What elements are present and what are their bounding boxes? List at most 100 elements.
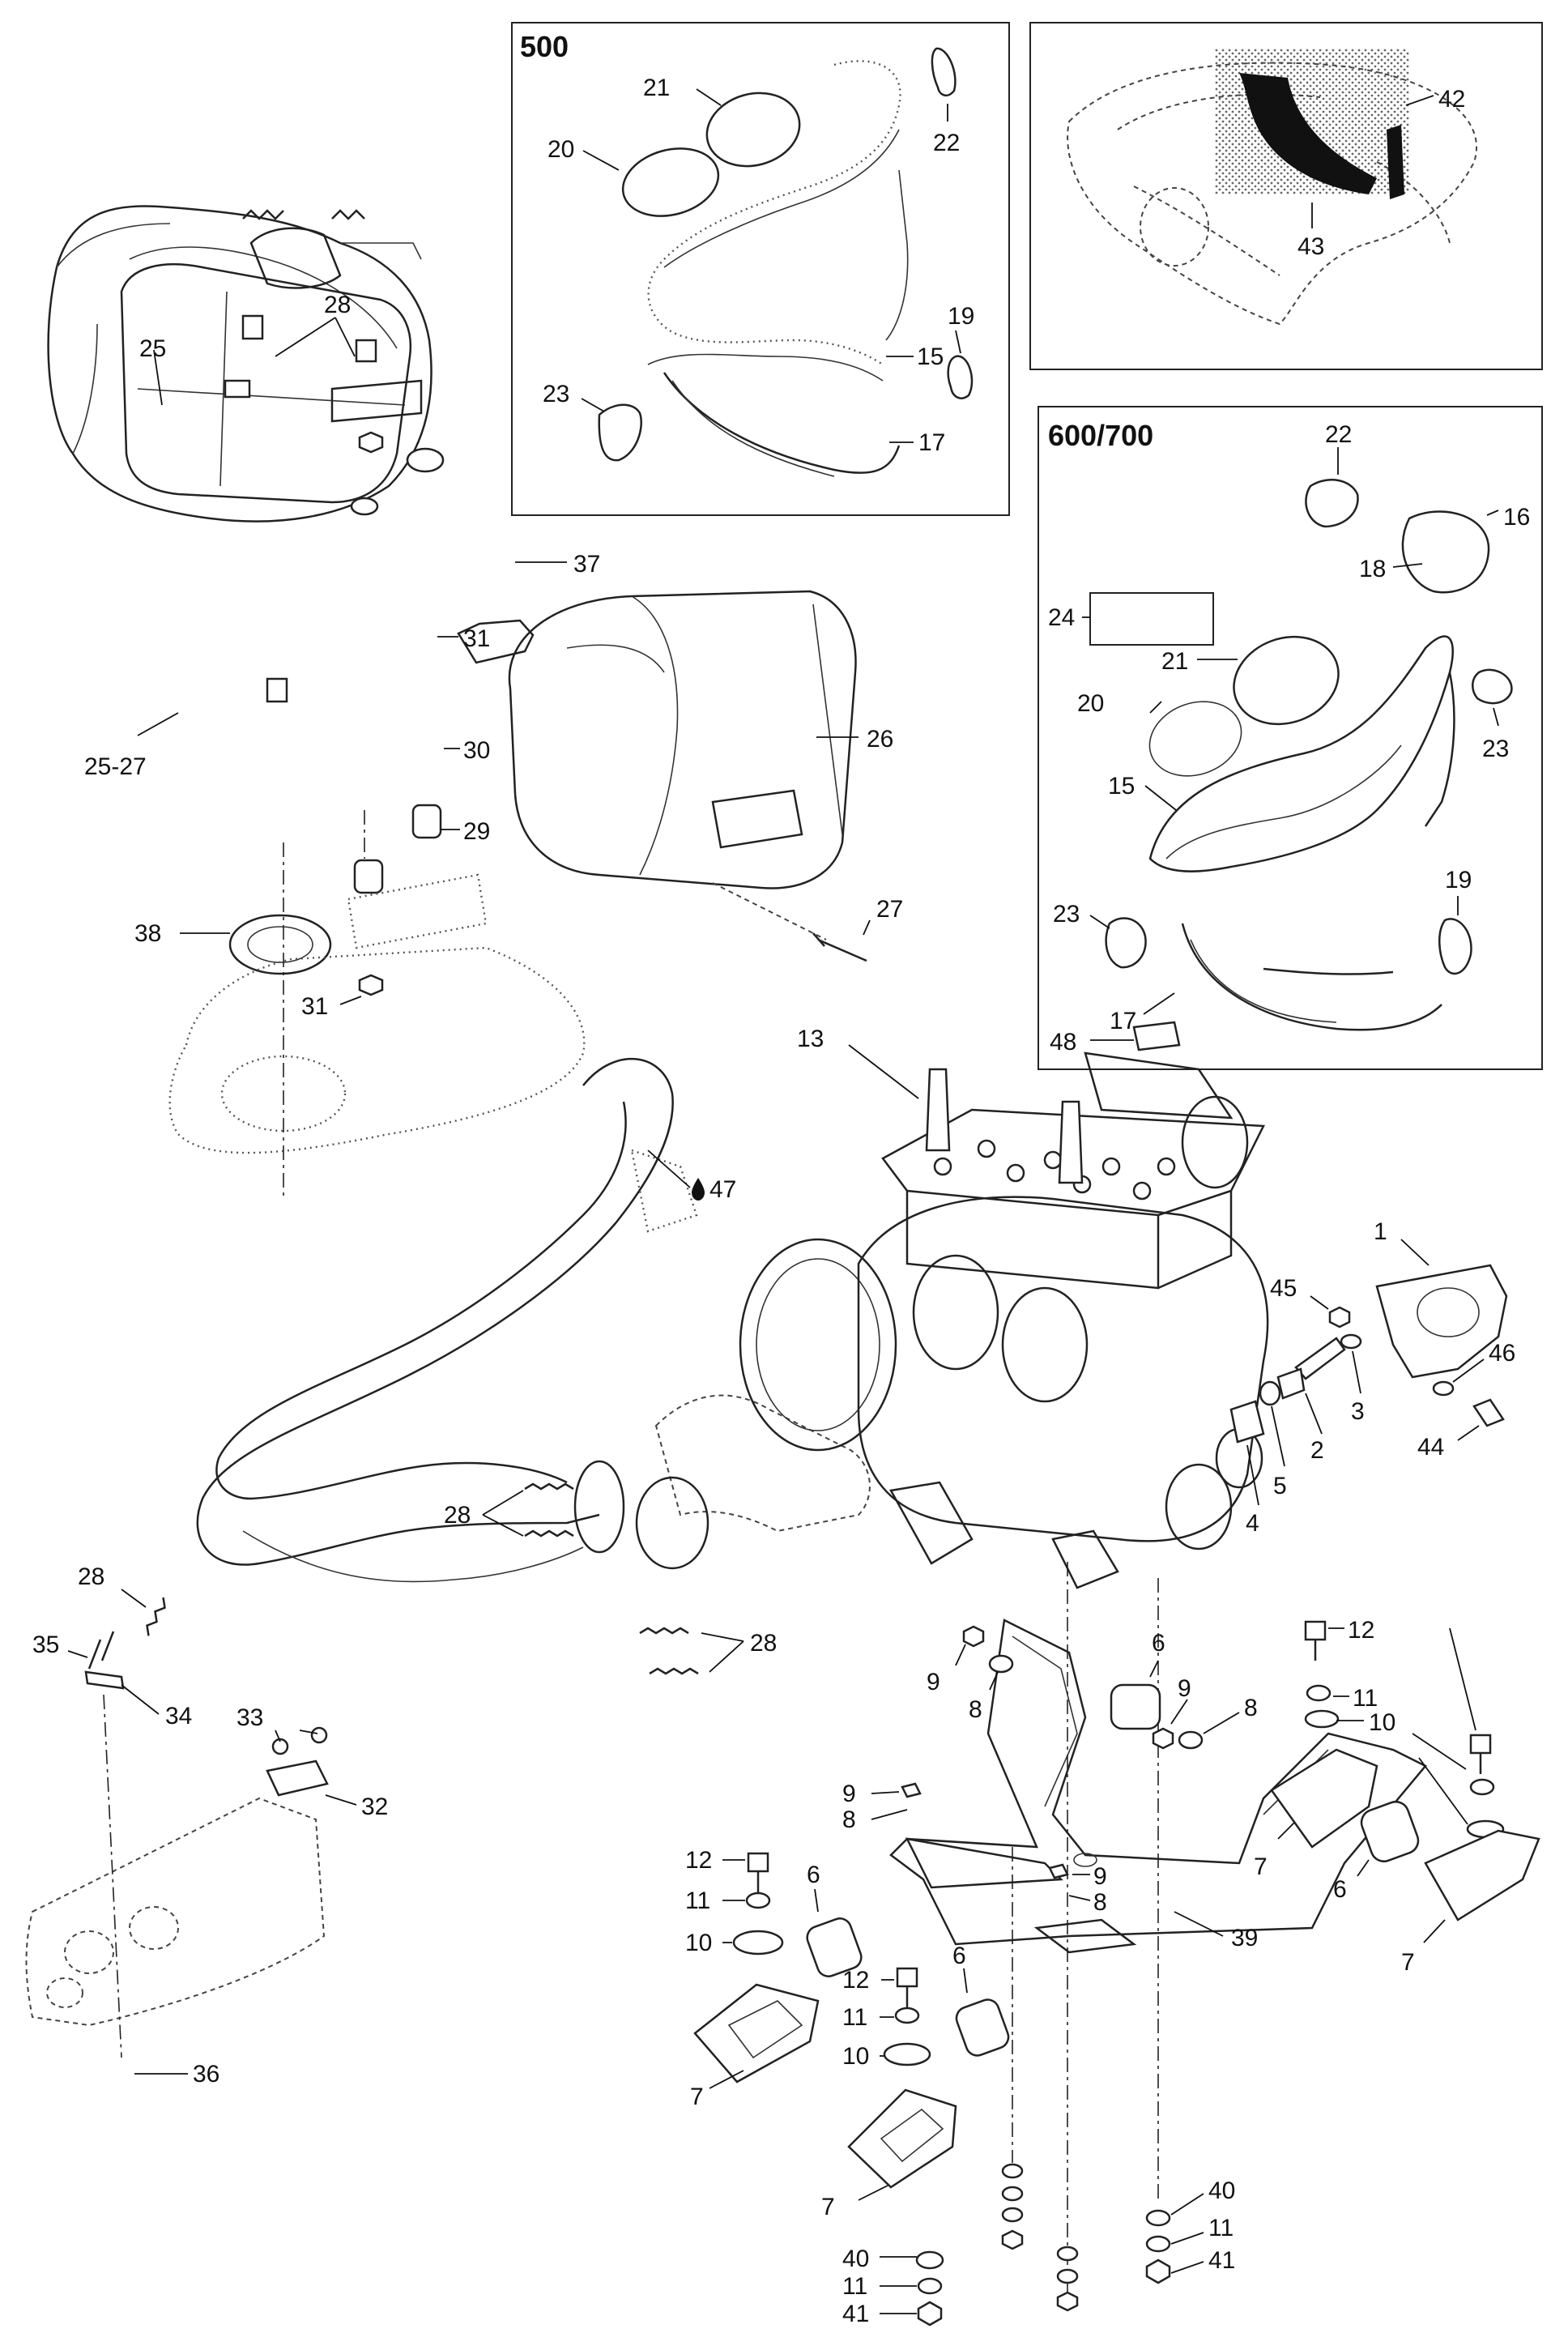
leader-44 [1457,1425,1480,1441]
callout-5: 5 [1273,1473,1287,1499]
washer-40-right [1145,2209,1171,2227]
callout-39: 39 [1231,1925,1258,1951]
engine-exhaust-port-b [1001,1286,1089,1403]
engine-magneto-ring [756,1258,880,1431]
washer-10-right [1304,1709,1340,1729]
pipe-47-bracket [630,1149,698,1233]
leader-7-mid [858,2185,888,2201]
mount-6-left [806,1917,863,1977]
callout-12: 12 [1348,1617,1374,1644]
callout-13: 13 [797,1026,824,1052]
stud-2 [1294,1337,1346,1380]
callout-20: 20 [548,136,574,163]
silencer-26-edge [812,604,843,835]
callout-30: 30 [463,737,490,764]
spring-28-mid-b [524,1529,574,1538]
washer-8-top [988,1654,1014,1674]
leader-45 [1310,1295,1329,1310]
washer-10-mid [883,2042,931,2066]
inset-600-700-title: 600/700 [1048,419,1153,452]
callout-19: 19 [1445,867,1472,894]
left-bracketry: 28 35 34 33 32 36 [25,1563,388,2088]
leader-47 [647,1149,691,1188]
silencer-26: 26 27 [508,590,903,962]
bolt-12-mid [896,1967,918,1988]
callout-8: 8 [969,1696,982,1723]
callout-11: 11 [842,2004,867,2031]
leader-32 [325,1794,357,1806]
callout-28: 28 [750,1630,777,1657]
mount-29-a [411,804,442,839]
leader-9-left [871,1791,900,1794]
leader-25-27 [137,712,179,736]
leader-23-600-bottom [1089,915,1110,929]
leader-46 [1452,1358,1485,1383]
clamp-21-600 [1233,635,1340,726]
callout-28: 28 [324,292,351,318]
muffler-latch-4 [266,677,288,703]
callout-22: 22 [1325,421,1352,448]
pipe-15-600-edge [1165,744,1402,859]
stack-nut [1001,2229,1024,2250]
bracket-7-left [693,1983,820,2083]
exhaust-manifold: 28 28 [444,1394,871,1675]
shield-17-600-inner [1190,939,1337,1023]
stack-washer-b [1001,2186,1024,2202]
clamp-21-500 [705,92,801,168]
bolt-12-right [1304,1620,1327,1641]
shield-17-500-inner [671,380,835,477]
leader-28-top-a [275,317,336,357]
washer-11-far-right [1469,1778,1495,1796]
spring-28-low-a [639,1627,689,1635]
nut-41-left [917,2301,943,2327]
callout-23: 23 [543,381,569,407]
grommet-38 [228,914,332,975]
engine-pto [1165,1463,1233,1550]
callout-25: 25 [139,335,166,362]
muffler-front-panel [120,263,412,504]
leader-20-600 [1149,701,1162,714]
callout-6: 6 [1152,1630,1165,1657]
leader-42 [1405,95,1434,106]
stack-nut-right [1056,2291,1079,2312]
sleeve-16-600 [1401,510,1490,594]
washer-46 [1432,1380,1455,1397]
callout-15: 15 [917,343,944,370]
pipe-15-500-edge [663,129,900,268]
engine-stub-b [1051,1529,1119,1589]
muffler-25-body [47,205,432,522]
callout-26: 26 [867,726,893,753]
head-bolt [1101,1157,1121,1176]
centerline-left [103,1694,122,2058]
engine-support-39: 39 [889,1562,1427,2301]
muffler-latch-1 [224,379,251,399]
leader-28-low-b [709,1640,744,1673]
leader-15-600 [1144,785,1177,811]
callout-31: 31 [301,993,328,1020]
leader-16 [1486,510,1499,516]
engine-crankcase [857,1196,1269,1542]
leader-12-far-right [1449,1627,1476,1731]
clamp-19-500 [947,355,974,399]
callout-46: 46 [1489,1340,1515,1367]
callout-7: 7 [1401,1949,1415,1976]
stack-washer-a [1001,2163,1024,2179]
callout-19: 19 [948,303,974,330]
leader-35 [67,1650,88,1658]
callout-11: 11 [842,2273,867,2300]
silencer-26-body [508,590,857,889]
callout-7: 7 [1254,1853,1268,1880]
manifold-sleeve [635,1476,709,1570]
muffler-assembly: 25 28 37 31 30 29 38 31 25-27 [47,205,600,1199]
leader-9-right [1170,1699,1188,1725]
leader-20-500 [582,150,620,171]
callout-41: 41 [842,2301,869,2327]
stack-washer-right-b [1056,2268,1079,2284]
engine-side-plate: 1 45 3 2 5 4 46 44 [1229,1218,1515,1537]
callout-28: 28 [78,1563,104,1590]
clamp-22-600 [1305,479,1359,528]
pipe-47-inner [215,1101,627,1500]
callout-9: 9 [1093,1863,1107,1890]
leader-11-lower-right [1170,2232,1204,2245]
engine-exhaust-port-a [912,1254,999,1371]
